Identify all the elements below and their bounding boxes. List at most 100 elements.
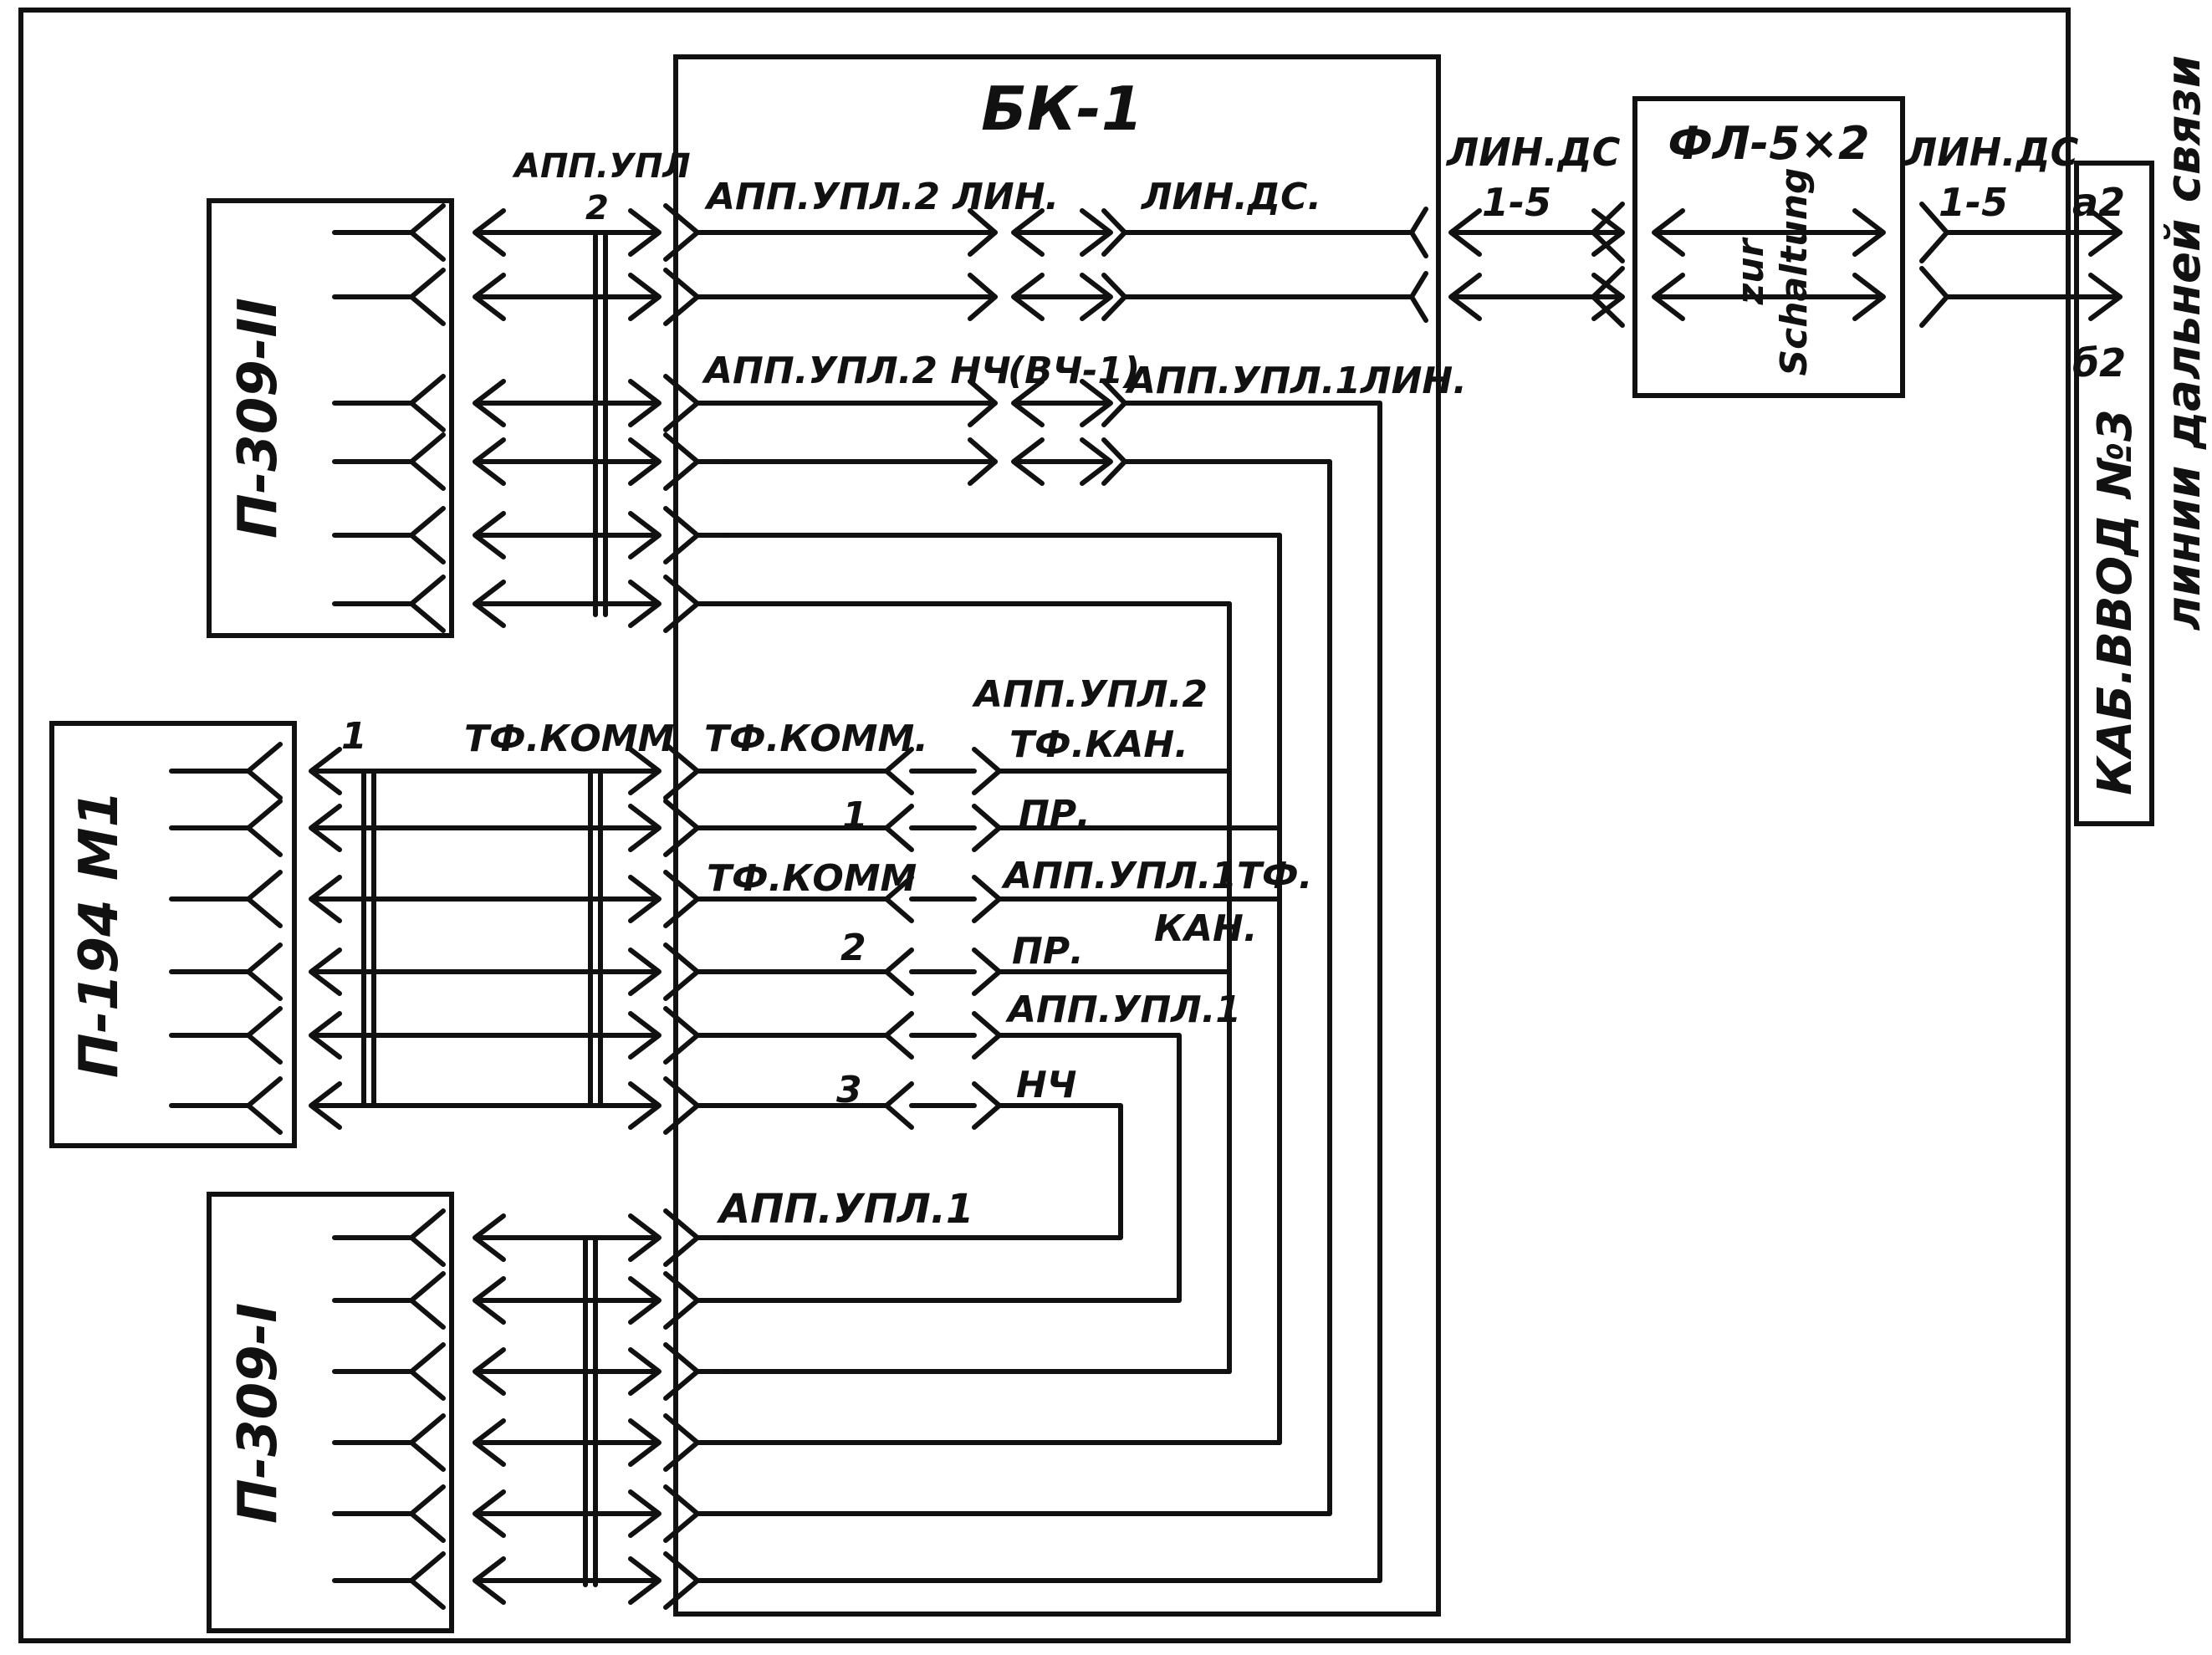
fork <box>968 208 998 257</box>
fork <box>884 948 914 996</box>
label-num1: 1 <box>842 794 868 837</box>
label-lin-ds-right-2: 1-5 <box>1939 180 2008 225</box>
outer-frame <box>18 8 2071 1643</box>
socket <box>169 942 283 1001</box>
label-tf-komm-bus: ТФ.КОММ <box>464 718 674 760</box>
label-app1-lin: АПП.УПЛ.1ЛИН. <box>1125 360 1467 402</box>
fork <box>884 747 914 795</box>
fork <box>884 1011 914 1060</box>
labels-right: ЛИН.ДС 1-5 ЛИН.ДС 1-5 а2 б2 <box>1445 130 2126 386</box>
fork <box>972 1011 1002 1060</box>
block-cable-entry: КАБ.ВВОД №3 линии дальней связи <box>2074 55 2211 826</box>
socket <box>332 374 446 432</box>
label-lin-ds: ЛИН.ДС. <box>1140 176 1321 218</box>
label-nch: НЧ <box>1016 1064 1076 1106</box>
double-arrow <box>1011 437 1113 486</box>
double-arrow <box>473 437 662 486</box>
fork <box>1591 202 1625 263</box>
label-bk1: БК-1 <box>981 74 1143 144</box>
plug <box>663 1413 730 1472</box>
label-app2-lin: АПП.УПЛ.2 ЛИН. <box>704 176 1059 218</box>
plug <box>663 1342 730 1401</box>
block-p309-1: П-309-I <box>207 1192 454 1633</box>
wiring <box>169 202 2123 1610</box>
socket <box>332 1413 446 1472</box>
fork-out <box>1409 207 1428 258</box>
double-arrow <box>473 511 662 559</box>
bk-loop <box>725 459 1332 1516</box>
socket <box>169 1076 283 1135</box>
label-tf-komm-1: ТФ.КОММ. <box>704 718 928 760</box>
plug <box>663 374 730 432</box>
label-app-upl-num: 2 <box>585 189 609 227</box>
plug <box>663 268 730 326</box>
label-app2-tf-2: ТФ.КАН. <box>1009 723 1188 766</box>
plug <box>663 575 730 633</box>
label-bus-num-1: 1 <box>341 715 367 758</box>
bk-loop-mid <box>1122 601 1232 774</box>
fork-out <box>1409 271 1428 323</box>
label-lin-ds-left-2: 1-5 <box>1482 180 1551 225</box>
bk-loop-mid <box>1122 533 1282 830</box>
plug <box>663 1484 730 1543</box>
fork <box>1919 266 1949 328</box>
socket <box>169 799 283 857</box>
plug <box>663 799 730 857</box>
socket <box>332 203 446 262</box>
label-num3: 3 <box>836 1069 862 1111</box>
plug <box>663 1006 730 1065</box>
label-a2: а2 <box>2072 180 2125 225</box>
label-app1-a: АПП.УПЛ.1 <box>1005 988 1241 1031</box>
socket <box>332 268 446 326</box>
bk-loop-low <box>725 1103 1123 1240</box>
fork <box>1591 266 1625 328</box>
plug <box>663 870 730 928</box>
labels-left: АПП.УПЛ 2 1 ТФ.КОММ <box>341 147 691 760</box>
socket <box>332 1342 446 1401</box>
label-app2-nch: АПП.УПЛ.2 НЧ <box>702 350 1011 392</box>
block-p309-2: П-309-II <box>207 198 454 638</box>
socket <box>332 1271 446 1330</box>
double-arrow <box>473 208 662 257</box>
fork <box>968 437 998 486</box>
block-p194m1: П-194 М1 <box>49 721 297 1148</box>
socket <box>332 1551 446 1610</box>
label-app-upl: АПП.УПЛ <box>512 147 691 186</box>
label-vch1: (ВЧ-1) <box>1008 350 1140 392</box>
socket <box>332 1208 446 1267</box>
double-arrow <box>1011 273 1113 321</box>
socket <box>332 1484 446 1543</box>
fork <box>972 875 1002 923</box>
label-app2-tf-1: АПП.УПЛ.2 <box>972 673 1208 716</box>
bk-loop-low <box>997 969 1232 1374</box>
label-fl5x2: ФЛ-5×2 <box>1668 117 1869 170</box>
double-arrow <box>1011 379 1113 427</box>
label-cable-entry: КАБ.ВВОД №3 <box>2088 409 2143 795</box>
fork <box>884 875 914 923</box>
labels-bk1: АПП.УПЛ.2 ЛИН. ЛИН.ДС. АПП.УПЛ.2 НЧ (ВЧ-… <box>702 176 1467 1233</box>
fork <box>972 1081 1002 1130</box>
label-fl-zur: zur <box>1729 237 1772 305</box>
block-fl5x2: ФЛ-5×2 zur Schaltung <box>1632 96 1905 398</box>
fork <box>972 804 1002 852</box>
socket <box>169 870 283 928</box>
label-app1-b: АПП.УПЛ.1 <box>716 1186 973 1233</box>
plug <box>663 506 730 564</box>
label-p309-2: П-309-II <box>227 298 289 539</box>
label-lin-ds-right-1: ЛИН.ДС <box>1903 130 2079 175</box>
label-tf-komm-2: ТФ.КОММ <box>707 857 917 900</box>
label-app1-tf-1: АПП.УПЛ.1ТФ. <box>1001 855 1312 897</box>
label-p194m1: П-194 М1 <box>69 790 130 1078</box>
plug <box>663 432 730 491</box>
plug <box>663 1208 730 1267</box>
double-arrow <box>473 1347 662 1396</box>
plug <box>663 942 730 1001</box>
label-pr1: ПР. <box>1019 793 1091 835</box>
plug <box>663 742 730 800</box>
fork <box>972 747 1002 795</box>
socket <box>332 432 446 491</box>
label-long-line: линии дальней связи <box>2157 55 2211 631</box>
double-arrow <box>473 1276 662 1325</box>
plug <box>663 1271 730 1330</box>
label-b2: б2 <box>2072 340 2126 386</box>
